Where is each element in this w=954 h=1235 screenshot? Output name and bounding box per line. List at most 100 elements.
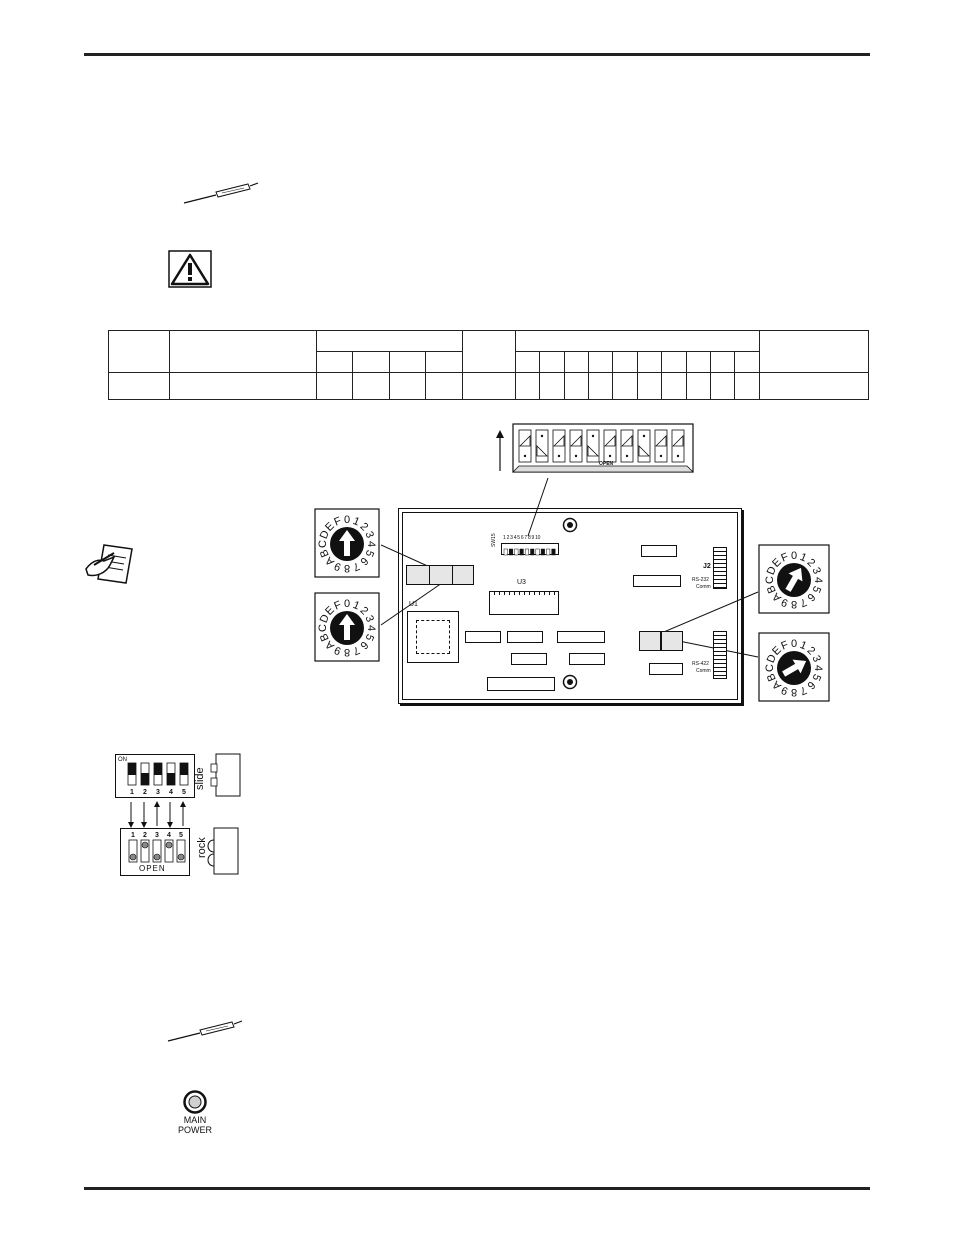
rock-open-label: OPEN — [139, 864, 166, 873]
dial-pointer — [339, 530, 355, 556]
sw15-switch[interactable] — [501, 543, 559, 556]
dip-rocker[interactable] — [604, 435, 616, 447]
rock-switch-number: 5 — [179, 832, 183, 839]
dial-digit: D — [765, 653, 779, 665]
bottom-rule — [84, 1187, 870, 1190]
slide-switch-thumb[interactable] — [180, 763, 188, 775]
rs422-label: RS-422 — [692, 661, 709, 667]
rock-switch-rocker[interactable] — [177, 853, 185, 861]
rock-switch-rocker[interactable] — [153, 853, 161, 861]
dip-rocker[interactable] — [570, 435, 582, 447]
sw15-toggle[interactable] — [551, 548, 556, 556]
slide-switch-thumb[interactable] — [128, 763, 136, 775]
sw15-toggle[interactable] — [514, 548, 519, 556]
dial-digit: 5 — [362, 632, 375, 642]
slide-switch-number: 3 — [156, 789, 160, 796]
j2-label: J2 — [703, 563, 711, 570]
dial-digit: F — [779, 639, 790, 653]
dial-digit: C — [317, 540, 329, 548]
table-cell — [588, 372, 614, 400]
dip-rocker[interactable] — [536, 445, 548, 457]
dial-digit: 1 — [351, 515, 361, 528]
dial-digit: C — [317, 624, 329, 632]
sw15-toggle[interactable] — [530, 548, 535, 556]
rotary-switch-board-2[interactable] — [429, 565, 453, 585]
sw15-toggle[interactable] — [503, 548, 508, 556]
sw15-numbers: 1 2 3 4 5 6 7 8 9 10 — [503, 535, 541, 541]
dial-digit: 7 — [798, 595, 808, 608]
u3-label: U3 — [517, 579, 526, 586]
component-box — [507, 631, 543, 643]
sw15-toggle[interactable] — [546, 548, 551, 556]
dial-frame — [314, 508, 380, 578]
dip-switch-drawing — [512, 423, 694, 473]
sw15-toggle[interactable] — [509, 548, 514, 556]
dip-rocker[interactable] — [672, 435, 684, 447]
component-box — [633, 575, 681, 587]
slide-switch-thumb[interactable] — [141, 773, 149, 785]
rotary-switch-board-3[interactable] — [452, 565, 474, 585]
table-cell — [685, 372, 712, 400]
component-box — [569, 653, 605, 665]
main-power-button-icon[interactable] — [183, 1090, 207, 1114]
dip-rocker[interactable] — [519, 435, 531, 447]
rock-switch-number: 1 — [131, 832, 135, 839]
dial-digit: 4 — [812, 665, 824, 671]
screwdriver-icon — [183, 182, 259, 204]
rotary-switch-board-4[interactable] — [639, 631, 661, 651]
slide-label: slide — [194, 767, 206, 790]
rotary-switch-board-1[interactable] — [406, 565, 430, 585]
slide-switch-thumb[interactable] — [154, 763, 162, 775]
dip-rocker[interactable] — [621, 435, 633, 447]
dip-on-label: ON — [118, 757, 127, 763]
component-box — [557, 631, 605, 643]
dip-rocker[interactable] — [638, 445, 650, 457]
note-hand-icon — [85, 544, 133, 584]
dial-digit: 7 — [351, 559, 361, 572]
dial-digit: 5 — [809, 672, 822, 682]
table-cell — [734, 372, 760, 400]
dial-digit: B — [765, 671, 779, 682]
dial-digit: 9 — [780, 595, 790, 608]
slide-switch-thumb[interactable] — [167, 773, 175, 785]
mounting-hole-bottom — [562, 674, 578, 690]
sw15-label: SW15 — [491, 533, 497, 547]
main-power-label: MAIN POWER — [170, 1115, 220, 1135]
dip-rocker[interactable] — [587, 445, 599, 457]
rotary-switch-board-5[interactable] — [661, 631, 683, 651]
sw15-toggle[interactable] — [535, 548, 540, 556]
dial-digit: 9 — [333, 643, 343, 656]
dial-digit: D — [318, 613, 332, 625]
main-power-label-line1: MAIN — [183, 1115, 207, 1125]
dial-digit: 9 — [333, 559, 343, 572]
u1-socket — [407, 611, 459, 663]
rock-switch-slot — [152, 839, 162, 863]
screwdriver-icon-2 — [167, 1020, 243, 1042]
rock-switch-rocker[interactable] — [129, 853, 137, 861]
sw15-toggle[interactable] — [540, 548, 545, 556]
table-header-row — [108, 330, 869, 373]
u1-label: U1 — [409, 601, 418, 608]
dial-digit: 0 — [344, 598, 350, 610]
dial-digit: F — [779, 551, 790, 565]
dip-rocker[interactable] — [655, 435, 667, 447]
dip-rocker[interactable] — [553, 435, 565, 447]
rock-switch-rocker[interactable] — [141, 841, 149, 849]
dial-digit: B — [765, 583, 779, 594]
sw15-toggle[interactable] — [519, 548, 524, 556]
dial-digit: 0 — [791, 550, 797, 562]
table-cell — [539, 372, 565, 400]
sw15-toggle[interactable] — [524, 548, 529, 556]
dial-digit: 7 — [351, 643, 361, 656]
dial-pointer — [339, 614, 355, 640]
dial-digit: 8 — [791, 598, 797, 610]
dip-open-label: OPEN — [599, 461, 614, 467]
rock-switch-rocker[interactable] — [165, 841, 173, 849]
u3-chip — [489, 591, 559, 615]
